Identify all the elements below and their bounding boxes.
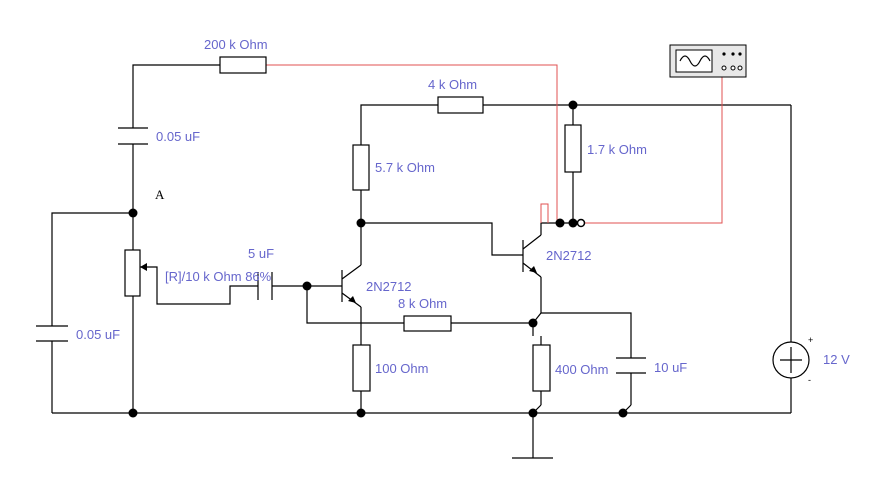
label-node-a: A: [155, 187, 165, 202]
label-r-100: 100 Ohm: [375, 361, 428, 376]
label-r-400: 400 Ohm: [555, 362, 608, 377]
pot-wiper-arrow: [140, 263, 147, 271]
label-c-left: 0.05 uF: [76, 327, 120, 342]
label-battery: 12 V: [823, 352, 850, 367]
resistors: [124, 56, 582, 392]
resistor-400: [532, 344, 551, 392]
label-q1: 2N2712: [366, 279, 412, 294]
transistor-q2: [522, 234, 542, 278]
label-r-1k7: 1.7 k Ohm: [587, 142, 647, 157]
resistor-4k: [437, 96, 484, 114]
resistor-5k7: [352, 144, 370, 191]
resistor-200k: [219, 56, 267, 74]
junction-nodes: [128, 100, 628, 418]
capacitors: [36, 127, 646, 374]
label-c-coupling: 5 uF: [248, 246, 274, 261]
label-c-top: 0.05 uF: [156, 129, 200, 144]
dc-source: [772, 341, 810, 379]
label-battery-plus: +: [808, 335, 813, 345]
label-r-8k: 8 k Ohm: [398, 296, 447, 311]
label-r-4k: 4 k Ohm: [428, 77, 477, 92]
probe-wires: [266, 64, 723, 224]
label-pot: [R]/10 k Ohm 86%: [165, 269, 272, 284]
labels: 200 k Ohm 0.05 uF A 0.05 uF [R]/10 k Ohm…: [76, 37, 850, 385]
wires: [51, 64, 792, 459]
resistor-1k7: [564, 124, 582, 173]
oscilloscope-icon[interactable]: [669, 44, 747, 78]
label-r-feedback: 200 k Ohm: [204, 37, 268, 52]
label-battery-minus: -: [808, 375, 811, 385]
transistor-q1: [341, 264, 362, 308]
label-r-5k7: 5.7 k Ohm: [375, 160, 435, 175]
label-q2: 2N2712: [546, 248, 592, 263]
potentiometer: [124, 249, 141, 297]
label-c-10u: 10 uF: [654, 360, 687, 375]
resistor-8k: [403, 315, 452, 332]
resistor-100: [352, 344, 371, 392]
